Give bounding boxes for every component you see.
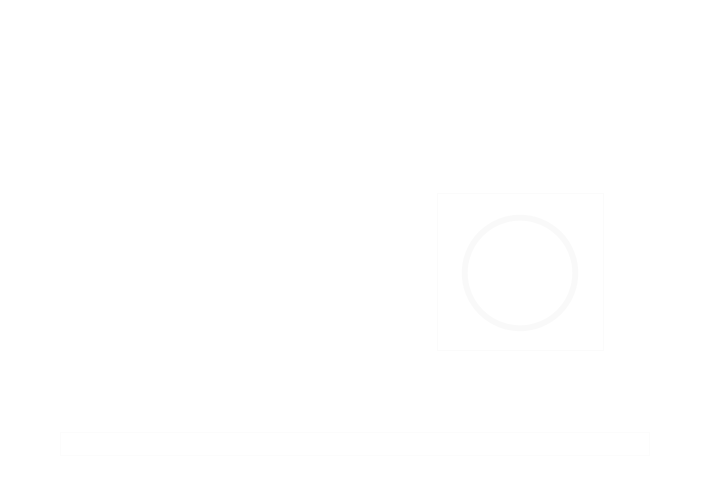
circle-in-square-icon xyxy=(437,193,604,351)
circle-in-square-graphic xyxy=(461,214,579,332)
bottom-bar xyxy=(60,432,650,456)
faint-text-line xyxy=(58,284,298,296)
